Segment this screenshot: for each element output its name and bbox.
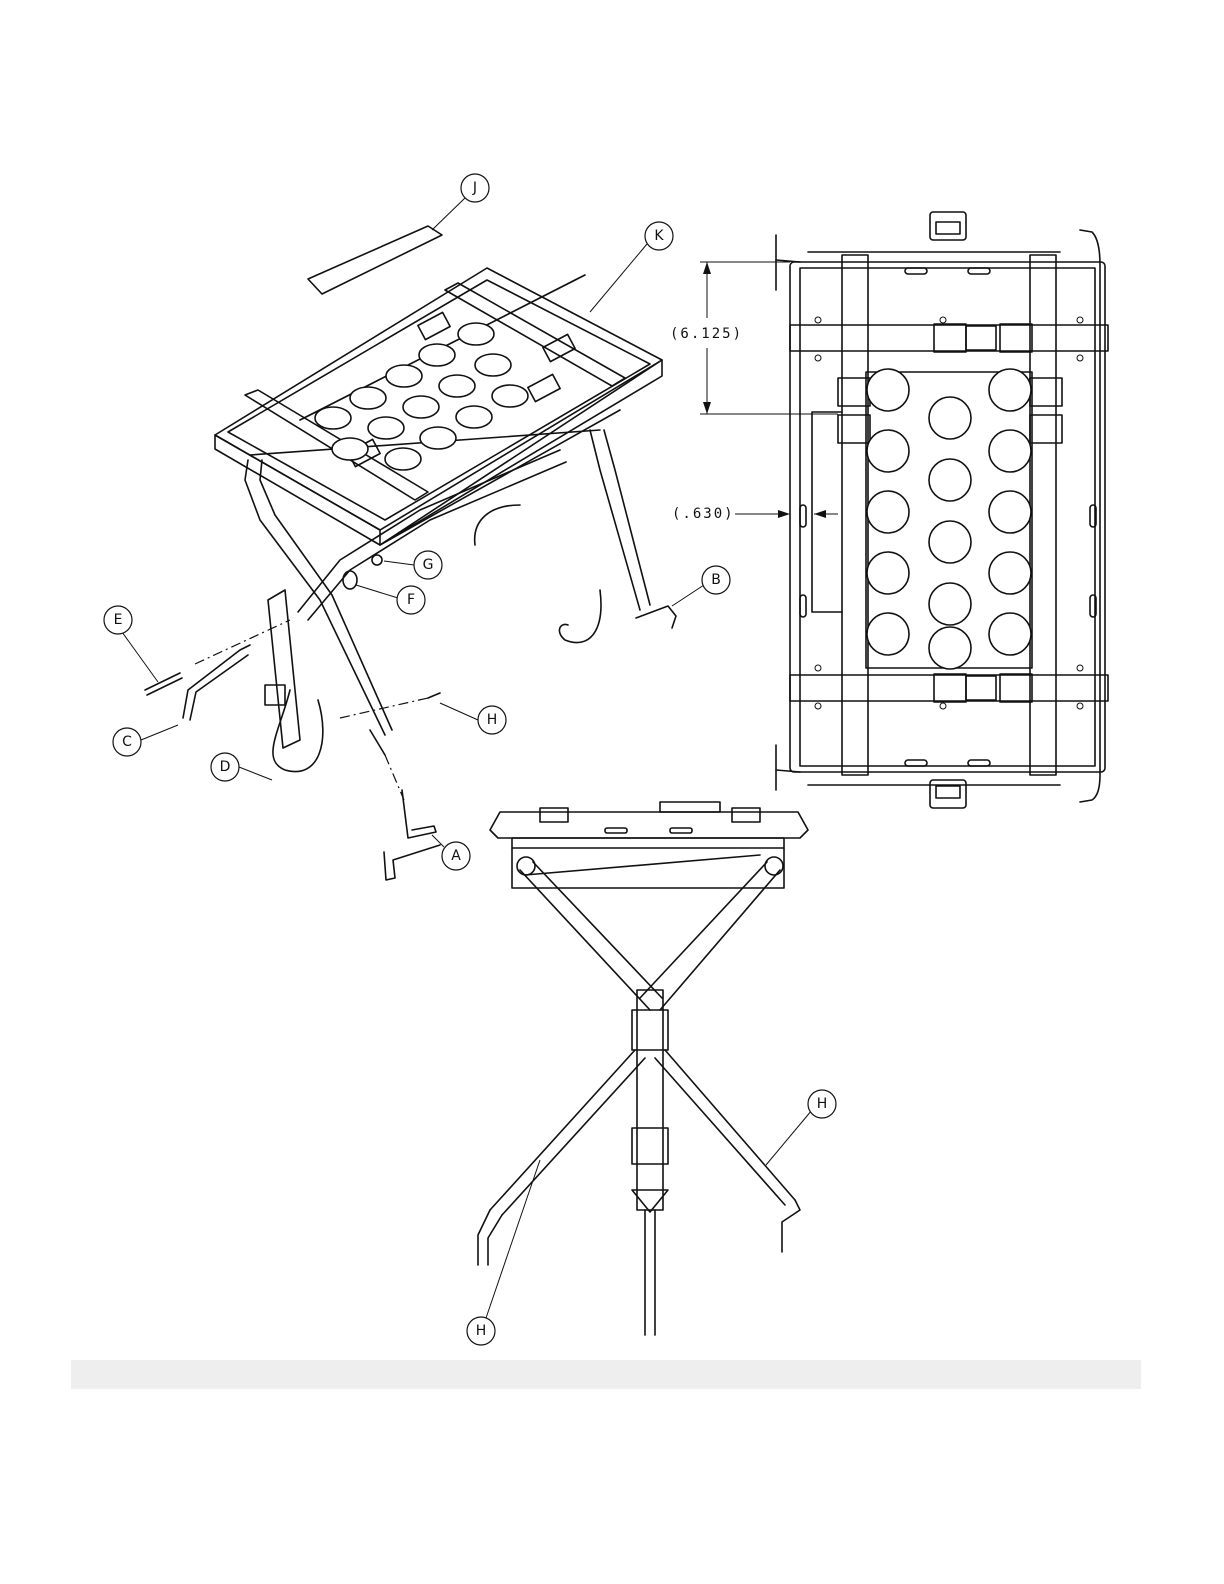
callout-H-right-label: H [817,1096,828,1112]
tray-top [215,268,662,530]
top-view: (6.125) (.630) [670,212,1108,808]
callout-H-left-label: H [476,1323,487,1339]
callout-A-label: A [451,848,461,864]
callout-E-label: E [114,612,123,628]
callout-B-label: B [711,572,721,588]
callout-F-label: F [407,592,415,608]
callout-D: D [211,753,239,781]
strap-left [842,255,868,775]
strap-bottom [790,675,1108,701]
callout-C-label: C [122,734,132,750]
dimension-height: (6.125) [670,262,838,414]
callout-H-iso: H [478,706,506,734]
callout-D-label: D [220,759,231,775]
strap-top [790,325,1108,351]
callout-G: G [414,551,442,579]
callout-E: E [104,606,132,634]
front-view [478,802,812,1335]
tray-outline [790,262,1105,772]
label-plate [308,226,442,294]
hook-D [273,690,323,772]
dim-height-label: (6.125) [670,326,743,342]
center-strap [637,990,663,1210]
callout-K: K [645,222,673,250]
callout-H-right: H [808,1090,836,1118]
callout-H-left: H [467,1317,495,1345]
callout-K-label: K [654,228,664,244]
callout-C: C [113,728,141,756]
callout-B: B [702,566,730,594]
dim-offset-label: (.630) [672,506,735,522]
callout-A: A [442,842,470,870]
footer-bar [71,1360,1141,1389]
top-view-holes [867,369,1031,669]
callout-G-label: G [423,557,434,573]
callout-H-iso-label: H [487,712,498,728]
strap-right [1030,255,1056,775]
handle-A [402,790,436,838]
callout-J: J [461,174,489,202]
dimension-offset: (.630) [672,506,838,522]
callout-F: F [397,586,425,614]
isometric-exploded-view [122,198,704,880]
callout-J-label: J [472,180,477,196]
